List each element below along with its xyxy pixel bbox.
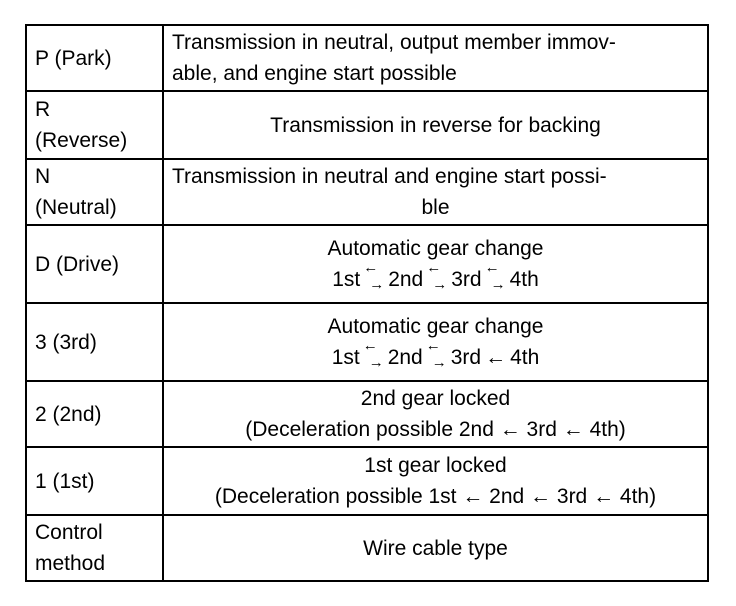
bidirectional-arrow-icon: ←→ [425,337,447,371]
bidirectional-arrow-icon: ←→ [363,259,385,293]
position-label-third: 3 (3rd) [25,302,164,382]
position-desc-neutral: Transmission in neutral and engine start… [162,158,709,226]
desc-line: (Deceleration possible 1st ← 2nd ← 3rd ←… [214,485,657,508]
gear-sequence: 1st←→2nd←→3rd←4th [172,337,699,373]
bidirectional-arrow-icon: ←→ [362,337,384,371]
position-desc-second: 2nd gear locked (Deceleration possible 2… [162,380,709,448]
position-desc-control-method: Wire cable type [162,514,709,582]
table-row: R (Reverse) Transmission in reverse for … [25,90,709,160]
desc-line: Transmission in neutral, output member i… [172,31,616,54]
position-desc-drive: Automatic gear change 1st←→2nd←→3rd←→4th [162,224,709,304]
gear-label: 1st [331,346,360,369]
desc-title: Automatic gear change [327,237,544,260]
table-row: 2 (2nd) 2nd gear locked (Deceleration po… [25,380,709,448]
position-desc-third: Automatic gear change 1st←→2nd←→3rd←4th [162,302,709,382]
position-label-second: 2 (2nd) [25,380,164,448]
table-row: D (Drive) Automatic gear change 1st←→2nd… [25,224,709,304]
position-label-park: P (Park) [25,24,164,92]
label-line: (Neutral) [35,196,117,219]
position-desc-first: 1st gear locked (Deceleration possible 1… [162,446,709,516]
gear-label: 3rd [450,346,482,369]
label-line: N [35,165,51,188]
gear-label: 3rd [451,268,482,291]
gear-label: 1st [332,268,361,291]
position-desc-reverse: Transmission in reverse for backing [162,90,709,160]
label-line: Control [35,521,103,544]
label-line: method [35,552,106,575]
table-row: 3 (3rd) Automatic gear change 1st←→2nd←→… [25,302,709,382]
desc-line: 1st gear locked [364,454,507,477]
table-row: P (Park) Transmission in neutral, output… [25,24,709,92]
position-label-control-method: Control method [25,514,164,582]
table-row: N (Neutral) Transmission in neutral and … [25,158,709,226]
gear-sequence: 1st←→2nd←→3rd←→4th [172,259,699,295]
position-label-first: 1 (1st) [25,446,164,516]
desc-line: 2nd gear locked [360,387,511,410]
desc-line: able, and engine start possible [172,62,457,85]
bidirectional-arrow-icon: ←→ [426,259,448,293]
desc-title: Automatic gear change [327,315,544,338]
position-label-reverse: R (Reverse) [25,90,164,160]
desc-line: Transmission in neutral and engine start… [172,165,607,188]
gear-label: 2nd [388,268,424,291]
gear-label: 4th [509,268,539,291]
left-arrow-icon: ← [485,346,507,369]
position-desc-park: Transmission in neutral, output member i… [162,24,709,92]
desc-line: (Deceleration possible 2nd ← 3rd ← 4th) [245,418,626,441]
table-row: 1 (1st) 1st gear locked (Deceleration po… [25,446,709,516]
bidirectional-arrow-icon: ←→ [484,259,506,293]
label-line: (Reverse) [35,129,128,152]
shift-position-table: P (Park) Transmission in neutral, output… [25,24,709,582]
table-row: Control method Wire cable type [25,514,709,582]
label-line: R [35,98,51,121]
position-label-neutral: N (Neutral) [25,158,164,226]
position-label-drive: D (Drive) [25,224,164,304]
desc-line: ble [421,196,450,219]
gear-label: 2nd [387,346,423,369]
gear-label: 4th [510,346,540,369]
